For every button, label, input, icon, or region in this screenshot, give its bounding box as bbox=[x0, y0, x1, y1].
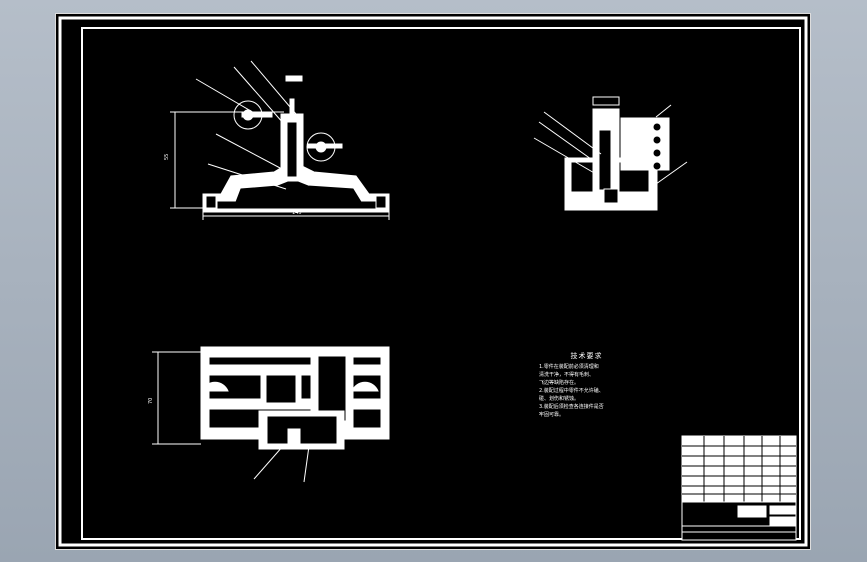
front-view-width-dim: 145 bbox=[292, 210, 302, 216]
tech-req-line: 1.零件在装配前必须清理和 bbox=[539, 364, 599, 370]
inner-border bbox=[81, 27, 801, 540]
outer-border bbox=[58, 16, 808, 547]
top-view-height-dim: 70 bbox=[148, 398, 154, 404]
tech-req-line: 2.装配过程中零件不允许磕、 bbox=[539, 388, 604, 394]
title-block bbox=[681, 435, 797, 541]
tech-req-line: 飞边等缺陷存在。 bbox=[539, 380, 580, 386]
tech-req-line: 牢固可靠。 bbox=[539, 412, 565, 418]
front-view-height-dim: 55 bbox=[164, 154, 170, 160]
front-view bbox=[170, 60, 390, 220]
top-view bbox=[152, 346, 390, 483]
side-view bbox=[533, 96, 688, 211]
technical-requirements-title: 技术要求 bbox=[570, 352, 603, 360]
cad-canvas: 145 55 bbox=[58, 16, 808, 547]
tech-req-line: 清洗干净，不得有毛刺、 bbox=[539, 372, 595, 378]
drawing-sheet: 145 55 bbox=[55, 13, 811, 550]
tech-req-line: 碰、划伤和锈蚀。 bbox=[539, 396, 580, 402]
technical-requirements: 技术要求 1.零件在装配前必须清理和 清洗干净，不得有毛刺、 飞边等缺陷存在。 … bbox=[539, 352, 634, 419]
tech-req-line: 3.装配后须检查各连接件是否 bbox=[539, 404, 604, 410]
